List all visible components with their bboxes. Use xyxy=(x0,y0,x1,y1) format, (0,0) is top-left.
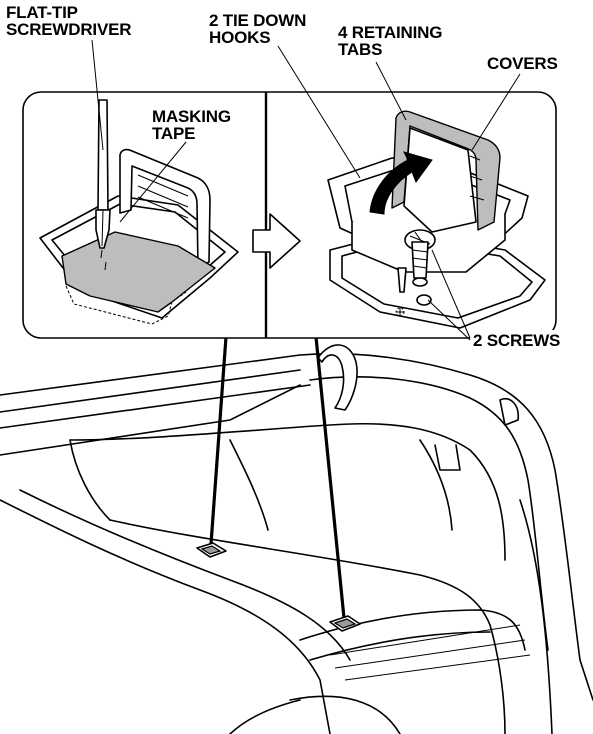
label-retaining-tabs: 4 RETAINING TABS xyxy=(338,23,443,59)
screw-icon xyxy=(395,267,432,317)
callout-lines xyxy=(209,336,346,619)
screw-icon xyxy=(404,229,436,287)
label-covers: COVERS xyxy=(487,54,558,73)
label-masking-tape: MASKING TAPE xyxy=(152,107,231,143)
tie-down-hook-left-icon xyxy=(196,542,227,558)
tie-down-hook-right-icon xyxy=(329,615,361,632)
trunk-illustration xyxy=(0,344,593,734)
label-flat-tip-screwdriver: FLAT-TIP SCREWDRIVER xyxy=(6,3,132,39)
arrow-right-icon xyxy=(252,213,301,269)
label-tie-down-hooks: 2 TIE DOWN HOOKS xyxy=(209,11,307,47)
label-screws: 2 SCREWS xyxy=(470,330,564,351)
hook-with-masking-tape xyxy=(39,99,239,325)
hook-removed-detail xyxy=(327,110,546,329)
